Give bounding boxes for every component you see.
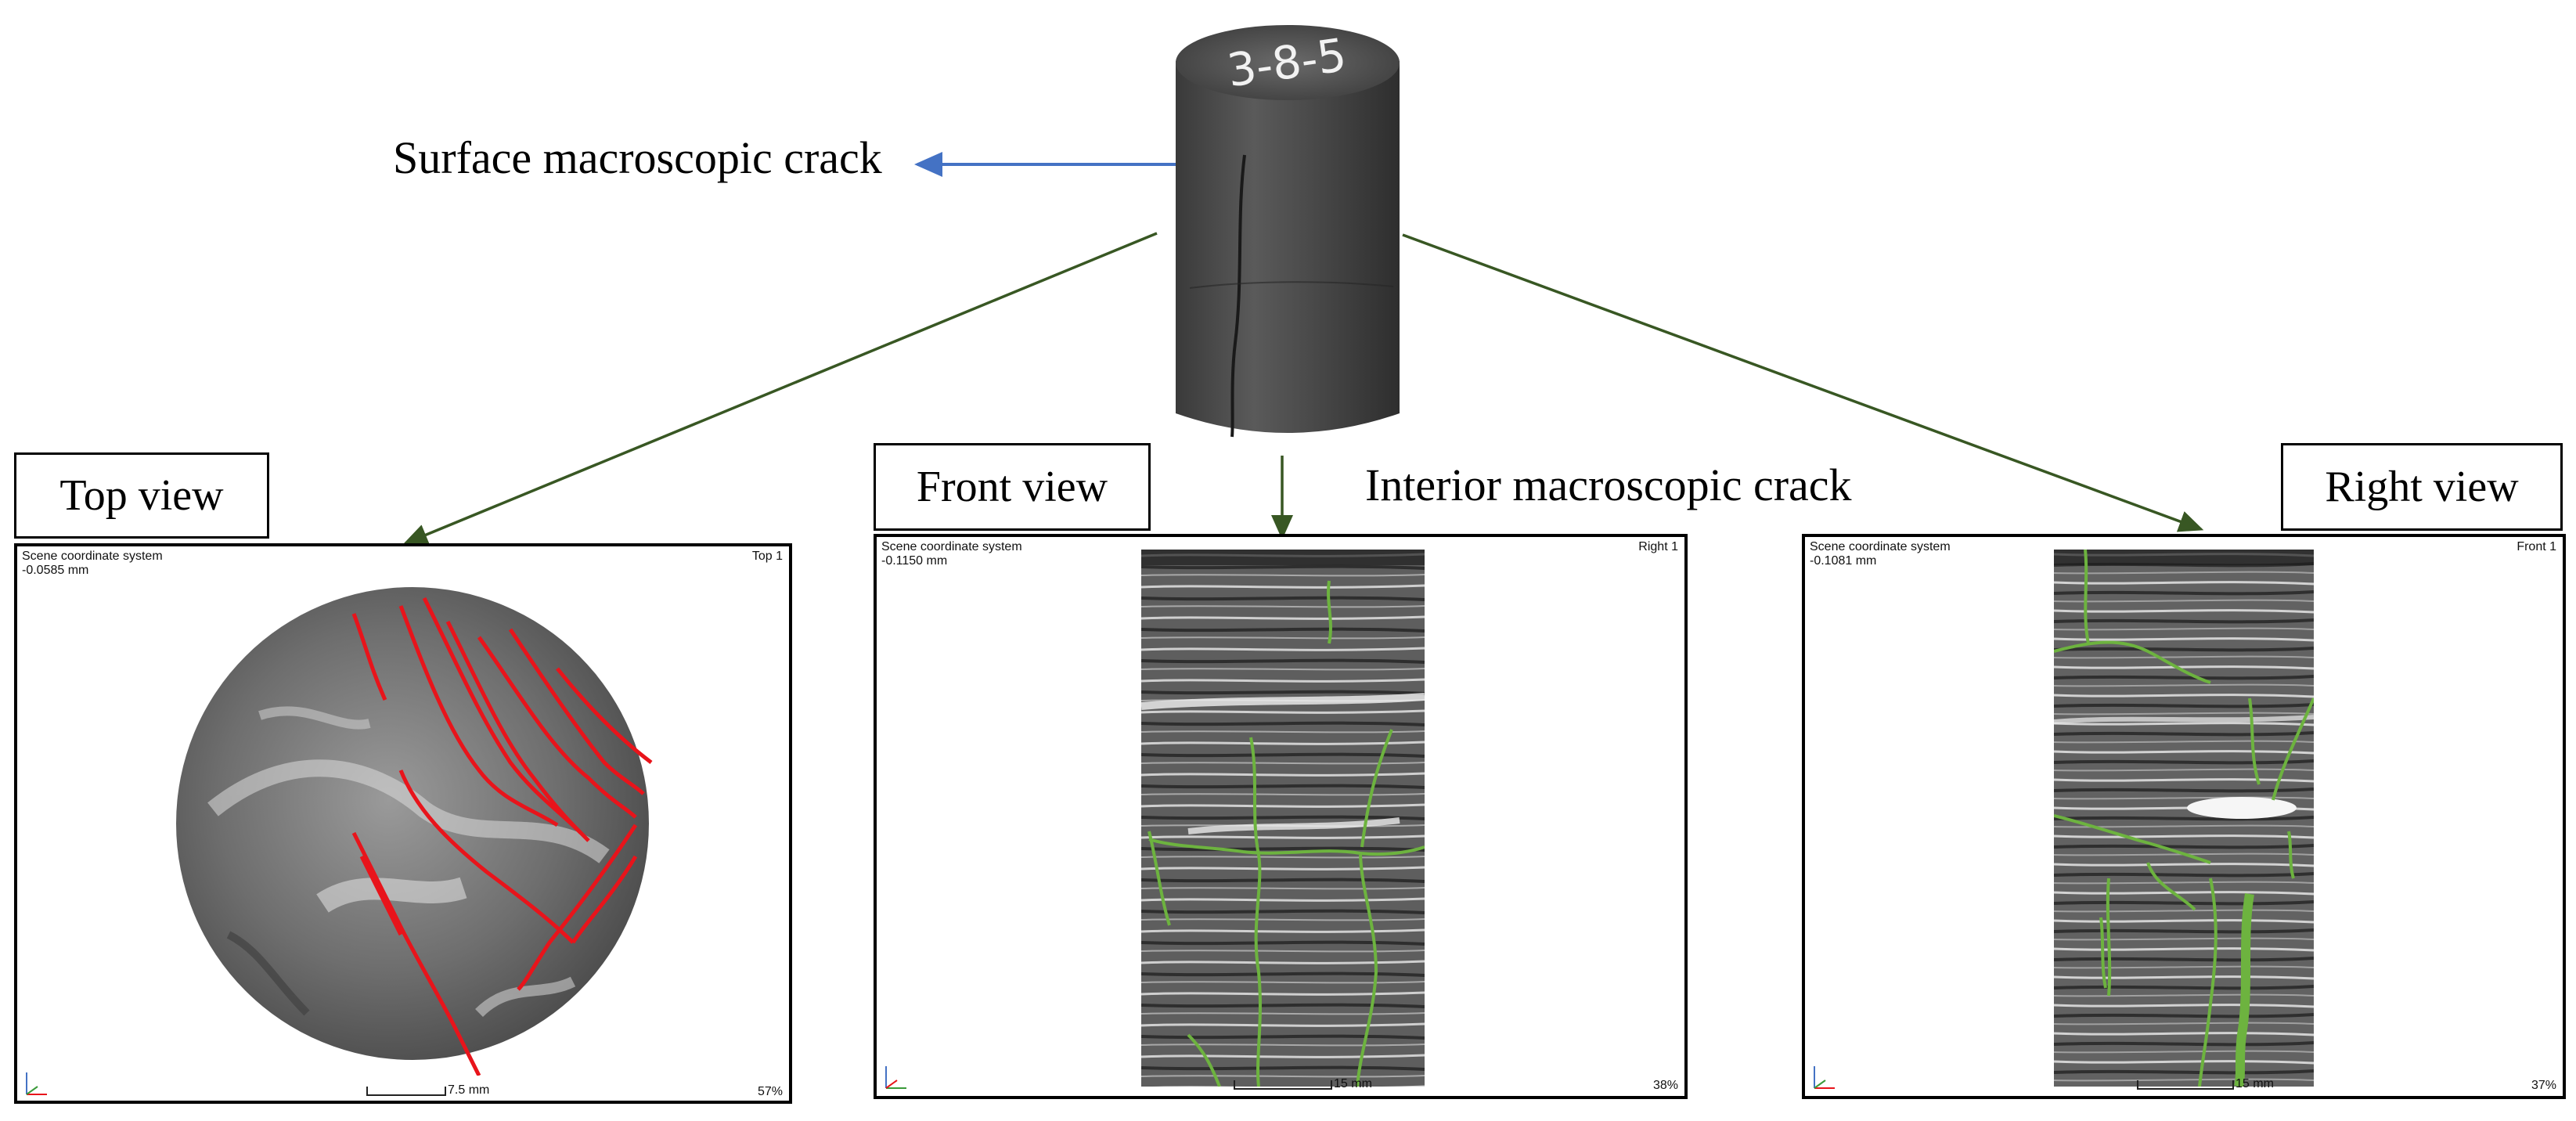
view-corner-label: Right 1 <box>1638 540 1678 553</box>
top-view-cracks <box>351 597 653 1076</box>
ct-top-slice <box>176 587 653 1076</box>
coord-system-label: Scene coordinate system <box>22 550 163 563</box>
view-corner-label: Front 1 <box>2517 540 2556 553</box>
scale-label: 7.5 mm <box>448 1083 490 1097</box>
rock-core-sample: 3-8-5 <box>1176 25 1400 438</box>
scale-bar <box>2137 1080 2234 1090</box>
surface-crack-label: Surface macroscopic crack <box>393 132 882 183</box>
zoom-label: 38% <box>1652 1079 1678 1092</box>
coord-system-label: Scene coordinate system <box>881 540 1022 553</box>
coord-value: -0.1150 mm <box>881 554 948 568</box>
front-view-cracks <box>1147 580 1425 1087</box>
top-view-panel: Scene coordinate system -0.0585 mm Top 1 <box>14 543 792 1104</box>
coord-system-label: Scene coordinate system <box>1810 540 1951 553</box>
axis-triad-icon <box>1814 1066 1835 1089</box>
axis-triad-icon <box>885 1066 906 1089</box>
zoom-label: 57% <box>757 1085 783 1098</box>
right-view-arrow <box>1402 233 2204 532</box>
view-corner-label: Top 1 <box>751 550 783 563</box>
top-view-arrow <box>402 232 1158 546</box>
scale-bar <box>1234 1080 1332 1090</box>
interior-crack-label: Interior macroscopic crack <box>1365 460 1852 510</box>
coord-value: -0.1081 mm <box>1810 554 1877 568</box>
front-view-label: Front view <box>874 443 1151 531</box>
ct-front-slice <box>1141 550 1425 1087</box>
scale-bar <box>366 1087 446 1096</box>
right-view-label: Right view <box>2281 443 2563 531</box>
ct-right-slice <box>2054 550 2314 1087</box>
scale-label: 15 mm <box>2236 1077 2274 1090</box>
scale-label: 15 mm <box>1334 1077 1372 1090</box>
front-view-panel: Scene coordinate system -0.1150 mm Right… <box>874 534 1688 1099</box>
axis-triad-icon <box>26 1072 47 1095</box>
coord-value: -0.0585 mm <box>22 564 89 577</box>
zoom-label: 37% <box>2531 1079 2556 1092</box>
right-view-cracks <box>2054 550 2314 1087</box>
top-view-label: Top view <box>14 452 269 539</box>
right-view-panel: Scene coordinate system -0.1081 mm Front… <box>1802 534 2566 1099</box>
